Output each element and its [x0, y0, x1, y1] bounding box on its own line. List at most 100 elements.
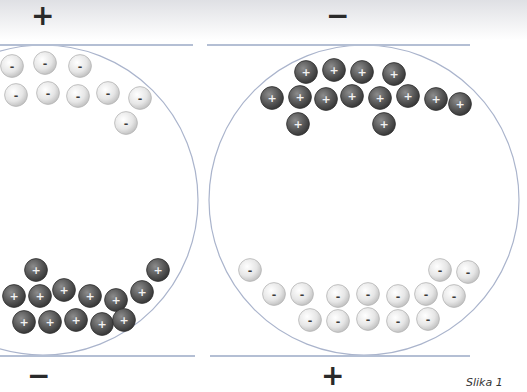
charge-sign: -	[386, 284, 410, 308]
particle-outline	[289, 86, 312, 109]
charge-particle: +	[90, 312, 114, 336]
particle-outline	[373, 113, 396, 136]
charge-sign: -	[442, 284, 466, 308]
top-left-plate	[0, 44, 193, 46]
charge-particle: -	[33, 51, 57, 75]
charge-particle: +	[340, 84, 364, 108]
particle-outline	[3, 285, 26, 308]
particle-outline	[387, 310, 410, 333]
particle-outline	[65, 309, 88, 332]
particle-outline	[429, 259, 452, 282]
particle-outline	[263, 283, 286, 306]
particle-outline	[261, 87, 284, 110]
charge-particle: +	[448, 92, 472, 116]
charge-sign: +	[78, 284, 102, 308]
figure-caption: Slika 1	[466, 376, 503, 389]
charge-sign: +	[130, 280, 154, 304]
charge-sign: +	[350, 60, 374, 84]
charge-sign: -	[262, 282, 286, 306]
charge-particle: +	[424, 87, 448, 111]
charge-particle: -	[386, 309, 410, 333]
charge-sign: +	[260, 86, 284, 110]
plate-polarity: +	[31, 2, 54, 30]
particle-outline	[387, 285, 410, 308]
particle-outline	[383, 63, 406, 86]
particle-outline	[291, 283, 314, 306]
charge-particle: -	[356, 307, 380, 331]
charge-sign: -	[298, 308, 322, 332]
charge-sign: -	[4, 83, 28, 107]
charge-particle: -	[386, 284, 410, 308]
particle-outline	[105, 289, 128, 312]
particle-outline	[37, 82, 60, 105]
charge-particle: -	[68, 54, 92, 78]
charge-sign: +	[286, 112, 310, 136]
charge-particle: +	[28, 284, 52, 308]
charge-particle: -	[442, 284, 466, 308]
charge-sign: +	[382, 62, 406, 86]
right-sphere	[209, 45, 519, 355]
charge-particle: +	[322, 58, 346, 82]
charge-particle: -	[290, 282, 314, 306]
charge-particle: +	[382, 62, 406, 86]
particle-outline	[327, 310, 350, 333]
charge-sign: -	[290, 282, 314, 306]
charge-particle: +	[396, 84, 420, 108]
charge-particle: +	[350, 60, 374, 84]
particle-outline	[369, 87, 392, 110]
charge-particle: -	[414, 282, 438, 306]
charge-sign: -	[36, 81, 60, 105]
charge-sign: -	[128, 86, 152, 110]
particle-outline	[53, 279, 76, 302]
charge-particle: -	[66, 84, 90, 108]
plate-polarity: −	[27, 362, 50, 390]
particle-outline	[29, 285, 52, 308]
particle-outline	[397, 85, 420, 108]
bottom-right-plate	[210, 355, 470, 357]
charge-particle: +	[286, 112, 310, 136]
charge-sign: +	[340, 84, 364, 108]
particle-outline	[357, 283, 380, 306]
charge-sign: +	[38, 310, 62, 334]
particle-outline	[299, 309, 322, 332]
charge-sign: -	[428, 258, 452, 282]
particle-outline	[341, 85, 364, 108]
plate-polarity: −	[326, 2, 349, 30]
particle-outline	[25, 259, 48, 282]
particle-outline	[295, 61, 318, 84]
particle-outline	[34, 52, 57, 75]
charge-sign: +	[24, 258, 48, 282]
charge-sign: +	[2, 284, 26, 308]
charge-particle: -	[416, 307, 440, 331]
charge-particle: -	[262, 282, 286, 306]
charge-particle: -	[36, 81, 60, 105]
charge-particle: +	[52, 278, 76, 302]
particle-outline	[415, 283, 438, 306]
bottom-left-plate	[0, 355, 195, 357]
charge-particle: -	[356, 282, 380, 306]
charge-particle: -	[428, 258, 452, 282]
charge-sign: +	[368, 86, 392, 110]
charge-particle: +	[294, 60, 318, 84]
charge-sign: +	[294, 60, 318, 84]
particle-outline	[69, 55, 92, 78]
particle-outline	[115, 112, 138, 135]
charge-sign: -	[356, 282, 380, 306]
left-sphere	[0, 45, 198, 355]
charge-particle: -	[298, 308, 322, 332]
charge-sign: -	[386, 309, 410, 333]
particle-outline	[327, 285, 350, 308]
charge-particle: +	[78, 284, 102, 308]
particle-outline	[39, 311, 62, 334]
charge-sign: +	[28, 284, 52, 308]
charge-sign: -	[326, 309, 350, 333]
charge-particle: +	[130, 280, 154, 304]
particle-outline	[1, 55, 24, 78]
charge-sign: -	[66, 84, 90, 108]
charge-sign: -	[414, 282, 438, 306]
charge-sign: -	[326, 284, 350, 308]
top-shade	[0, 0, 527, 40]
charge-sign: -	[68, 54, 92, 78]
particle-outline	[239, 259, 262, 282]
charge-particle: -	[114, 111, 138, 135]
